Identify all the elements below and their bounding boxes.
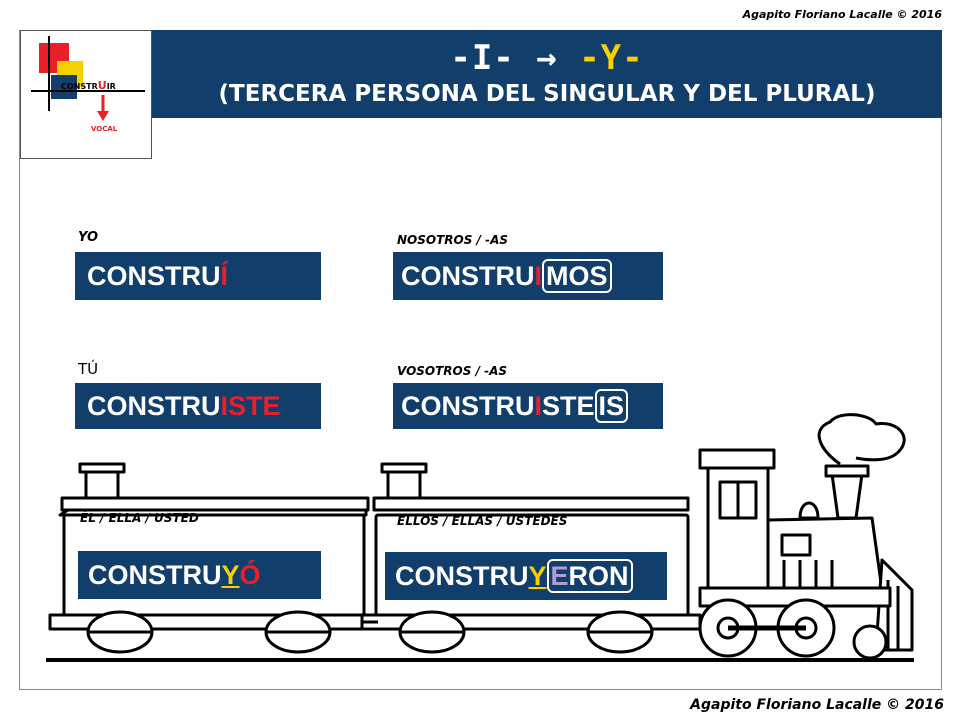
logo-graphic [31,36,145,121]
train-illustration [46,413,914,662]
label-el: ÉL / ELLA / USTED [80,511,199,525]
label-yo: YO [78,230,99,245]
label-nosotros: NOSOTROS / -AS [397,233,509,247]
title-banner: -I- → -Y- (TERCERA PERSONA DEL SINGULAR … [152,30,942,118]
logo-word: CONSTRUIR [61,79,116,92]
verb-el: CONSTRUYÓ [78,551,321,599]
label-tu: TÚ [78,360,99,378]
label-ellos: ELLOS / ELLAS / USTEDES [397,514,568,528]
logo: CONSTRUIR VOCAL [20,30,152,159]
page-subtitle: (TERCERA PERSONA DEL SINGULAR Y DEL PLUR… [218,81,876,107]
top-credit: Agapito Floriano Lacalle © 2016 [742,8,942,21]
page-title: -I- → -Y- [450,38,644,78]
logo-caption: VOCAL [91,125,118,133]
label-vosotros: VOSOTROS / -AS [397,364,508,378]
verb-tu: CONSTRUISTE [75,383,321,429]
footer-credit: Agapito Floriano Lacalle © 2016 [690,697,944,713]
verb-yo: CONSTRUÍ [75,252,321,300]
